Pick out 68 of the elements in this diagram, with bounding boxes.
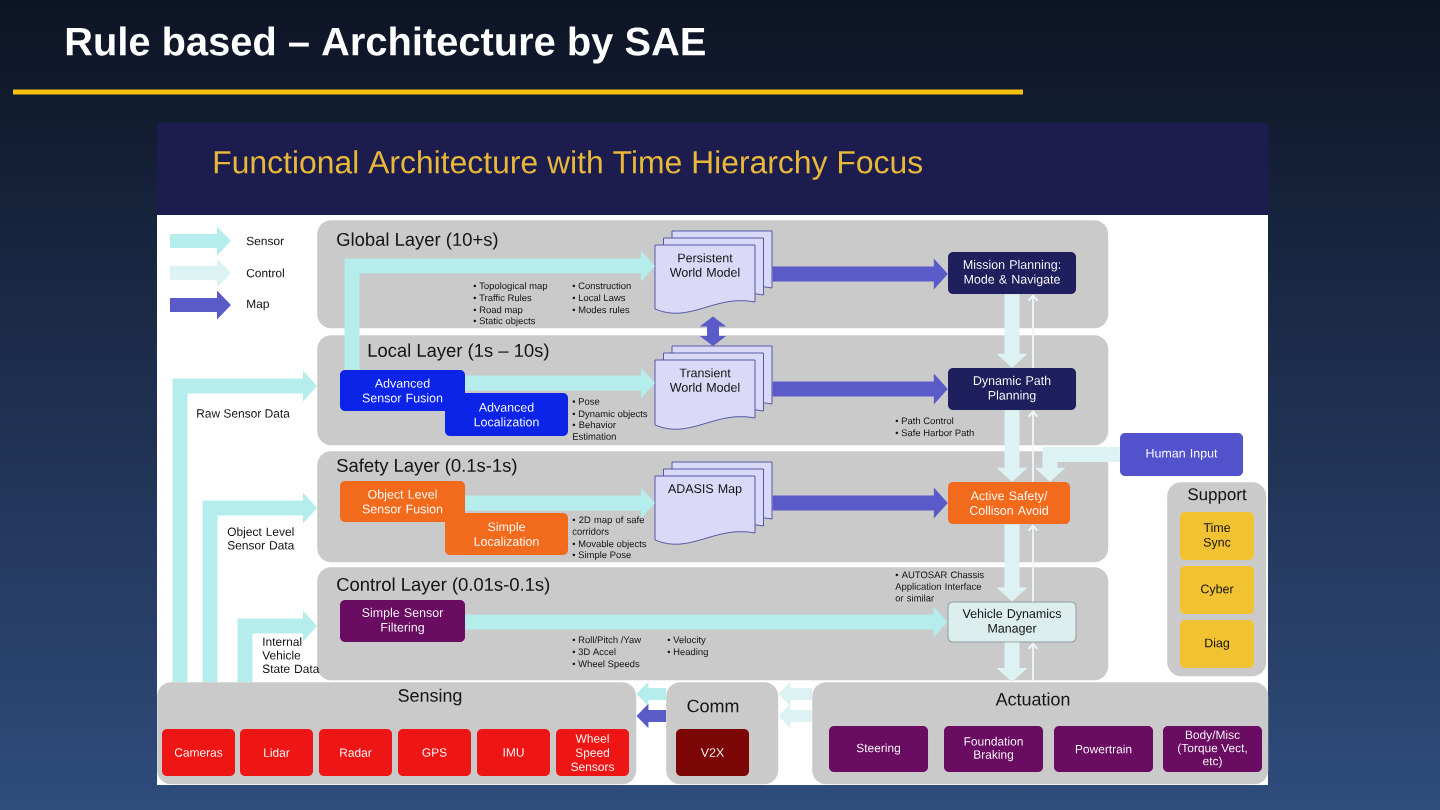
- actuator-box: Steering: [829, 726, 928, 772]
- node-label: Control Layer (0.01s-0.1s): [337, 577, 550, 595]
- bullet-text: • Path Control: [895, 417, 954, 425]
- bullet-text: • Modes rules: [572, 306, 630, 314]
- document-stack: Persistent World Model: [654, 230, 773, 314]
- bullet-text: • Simple Pose: [572, 551, 631, 561]
- bullet-text: • Movable objects: [572, 540, 647, 550]
- arrow: [1027, 642, 1039, 683]
- sensor-box: Wheel Speed Sensors: [556, 729, 629, 776]
- bullet-text: • Wheel Speeds: [572, 660, 640, 670]
- support-box: Diag: [1180, 620, 1254, 668]
- block-arrow: [344, 250, 655, 370]
- bullet-text: • Safe Harbor Path: [895, 429, 974, 437]
- node-label: Actuation: [995, 692, 1070, 706]
- comm-box: V2X: [676, 729, 749, 776]
- slide-title: Rule based – Architecture by SAE: [66, 26, 705, 64]
- process-box: Active Safety/ Collison Avoid: [948, 482, 1070, 524]
- process-box: Object Level Sensor Fusion: [340, 481, 465, 522]
- document-stack: Transient World Model: [654, 345, 773, 430]
- process-box: Human Input: [1120, 433, 1243, 476]
- legend-label: Control: [246, 268, 284, 278]
- node-label: Sensing: [398, 688, 462, 706]
- bullet-text: • Construction: [572, 282, 631, 290]
- bullet-text: • Behavior Estimation: [572, 421, 616, 440]
- block-arrow: [237, 610, 317, 682]
- process-box: Mission Planning: Mode & Navigate: [948, 252, 1076, 294]
- edge-label: Object Level Sensor Data: [227, 527, 295, 550]
- header-banner: Functional Architecture with Time Hierarchy Focus: [157, 123, 1268, 215]
- bullet-text: • Static objects: [473, 317, 536, 327]
- actuator-box: Powertrain: [1054, 726, 1153, 772]
- document-stack: ADASIS Map: [654, 461, 773, 545]
- arrow: [1027, 410, 1039, 483]
- process-box: Advanced Sensor Fusion: [340, 370, 465, 411]
- process-box: Simple Localization: [445, 513, 568, 555]
- process-box: Advanced Localization: [445, 393, 568, 436]
- block-arrow: [202, 492, 317, 682]
- support-box: Cyber: [1180, 566, 1254, 614]
- process-box: Vehicle Dynamics Manager: [947, 601, 1077, 643]
- bullet-text: • Topological map: [473, 282, 548, 292]
- bullet-text: • Traffic Rules: [473, 294, 532, 302]
- process-box: Dynamic Path Planning: [948, 368, 1076, 410]
- sensor-box: GPS: [398, 729, 471, 776]
- sensor-box: IMU: [477, 729, 550, 776]
- block-arrow: [172, 370, 317, 682]
- bullet-text: • Heading: [667, 648, 708, 658]
- bullet-text: • Local Laws: [572, 294, 626, 302]
- legend-label: Map: [247, 299, 269, 311]
- legend-label: Sensor: [246, 236, 284, 246]
- bullet-text: • AUTOSAR Chassis Application Interface or similar: [895, 571, 984, 602]
- bullet-text: • Velocity: [667, 636, 706, 646]
- arrow: [1027, 524, 1039, 603]
- bullet-text: • 2D map of safe corridors: [572, 516, 644, 535]
- block-arrow: [699, 316, 727, 346]
- actuator-box: Body/Misc (Torque Vect, etc): [1163, 726, 1262, 772]
- sensor-box: Radar: [319, 729, 392, 776]
- bullet-text: • 3D Accel: [572, 648, 616, 656]
- bullet-text: • Roll/Pitch /Yaw: [572, 636, 642, 644]
- sensor-box: Lidar: [240, 729, 313, 776]
- bullet-text: • Road map: [473, 306, 523, 316]
- node-label: Comm: [687, 699, 739, 713]
- bullet-text: • Dynamic objects: [572, 410, 648, 420]
- support-box: Time Sync: [1180, 512, 1254, 560]
- process-box: Simple Sensor Filtering: [340, 600, 465, 642]
- actuator-box: Foundation Braking: [944, 726, 1043, 772]
- sensor-box: Cameras: [162, 729, 235, 776]
- edge-label: Internal Vehicle State Data: [262, 637, 320, 674]
- arrow: [1027, 294, 1039, 369]
- edge-label: Raw Sensor Data: [197, 409, 290, 418]
